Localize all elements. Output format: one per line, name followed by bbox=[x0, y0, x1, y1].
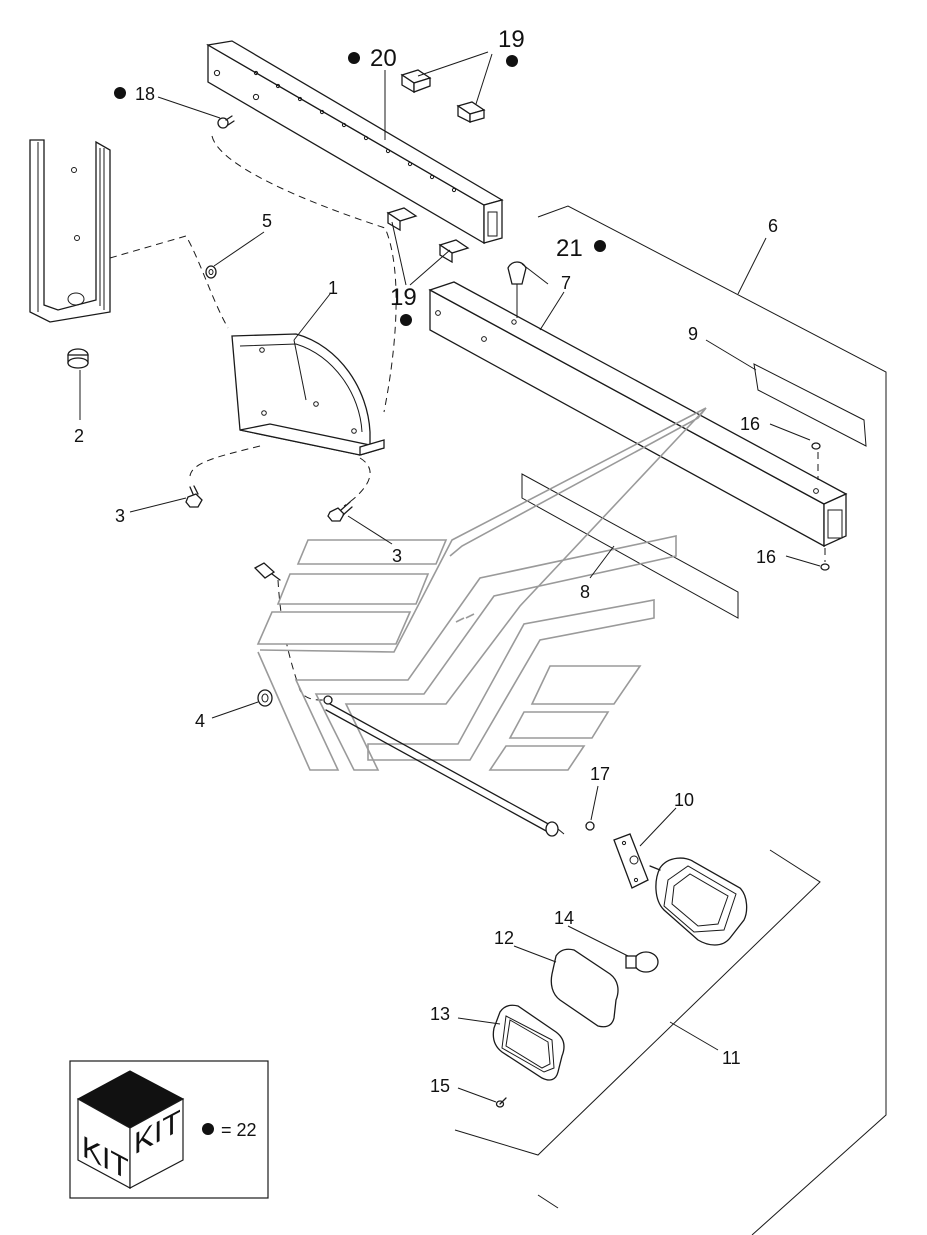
leader-lines bbox=[79, 51, 821, 1103]
label-18: 18 bbox=[135, 84, 155, 104]
label-9: 9 bbox=[688, 324, 698, 344]
label-12: 12 bbox=[494, 928, 514, 948]
kit-boundary-6-end bbox=[537, 1194, 559, 1209]
plug-2 bbox=[67, 348, 89, 369]
kit-bullets bbox=[114, 52, 606, 326]
routing-line-post bbox=[109, 235, 229, 329]
label-14: 14 bbox=[554, 908, 574, 928]
label-16-top: 16 bbox=[740, 414, 760, 434]
label-20: 20 bbox=[370, 45, 397, 72]
label-7: 7 bbox=[561, 273, 571, 293]
label-8: 8 bbox=[580, 582, 590, 602]
grommet-4 bbox=[257, 689, 273, 707]
label-21: 21 bbox=[556, 235, 583, 262]
label-15: 15 bbox=[430, 1076, 450, 1096]
decal-9 bbox=[753, 363, 867, 447]
clip-19-lower-a bbox=[386, 207, 418, 232]
bullet-18 bbox=[114, 87, 126, 99]
label-6: 6 bbox=[768, 216, 778, 236]
kit-boundary-11 bbox=[454, 849, 821, 1156]
label-13: 13 bbox=[430, 1004, 450, 1024]
kit-cube-right bbox=[129, 1097, 184, 1189]
routing-line-3a bbox=[189, 445, 261, 477]
clip-19-top-a bbox=[400, 69, 432, 94]
label-4: 4 bbox=[195, 711, 205, 731]
plate-10 bbox=[613, 833, 649, 889]
rail-20 bbox=[206, 40, 504, 245]
routing-line-harness bbox=[277, 579, 326, 701]
bullet-19-top bbox=[506, 55, 518, 67]
legend-bullet bbox=[202, 1123, 214, 1135]
label-17: 17 bbox=[590, 764, 610, 784]
label-10: 10 bbox=[674, 790, 694, 810]
label-16-bottom: 16 bbox=[756, 547, 776, 567]
label-2: 2 bbox=[74, 426, 84, 446]
bullet-21 bbox=[594, 240, 606, 252]
washer-5 bbox=[205, 265, 217, 279]
bolt-3-left bbox=[185, 485, 203, 508]
label-19-top: 19 bbox=[498, 26, 525, 53]
kit-boundary-6 bbox=[537, 205, 887, 1235]
nut-17 bbox=[585, 821, 595, 831]
label-19-lower: 19 bbox=[390, 284, 417, 311]
screw-16-top bbox=[811, 442, 821, 480]
post bbox=[29, 139, 111, 323]
gasket-12 bbox=[550, 948, 619, 1028]
lens-13 bbox=[492, 1004, 565, 1081]
bolt-3-right bbox=[327, 501, 353, 522]
label-1: 1 bbox=[328, 278, 338, 298]
kit-legend: KIT KIT = 22 bbox=[69, 1060, 269, 1199]
clip-19-top-b bbox=[456, 101, 486, 124]
bulb-14 bbox=[625, 951, 659, 973]
decal-chevrons bbox=[256, 407, 707, 771]
bracket-1 bbox=[231, 333, 385, 456]
bolt-18 bbox=[217, 115, 235, 129]
connector bbox=[253, 562, 281, 581]
routing-line-3b bbox=[343, 457, 371, 507]
label-11: 11 bbox=[722, 1048, 741, 1068]
bullet-19-lower bbox=[400, 314, 412, 326]
screw-16-bottom bbox=[820, 548, 830, 571]
label-3-left: 3 bbox=[115, 506, 125, 526]
rail-7 bbox=[428, 281, 848, 548]
screw-15 bbox=[495, 1097, 507, 1108]
lamp-housing bbox=[649, 857, 748, 946]
knob-21 bbox=[507, 261, 527, 318]
label-3-right: 3 bbox=[392, 546, 402, 566]
label-5: 5 bbox=[262, 211, 272, 231]
clip-19-lower-b bbox=[438, 239, 470, 264]
legend-kit-value: = 22 bbox=[221, 1120, 257, 1140]
harness-tube bbox=[323, 695, 565, 837]
bullet-20 bbox=[348, 52, 360, 64]
